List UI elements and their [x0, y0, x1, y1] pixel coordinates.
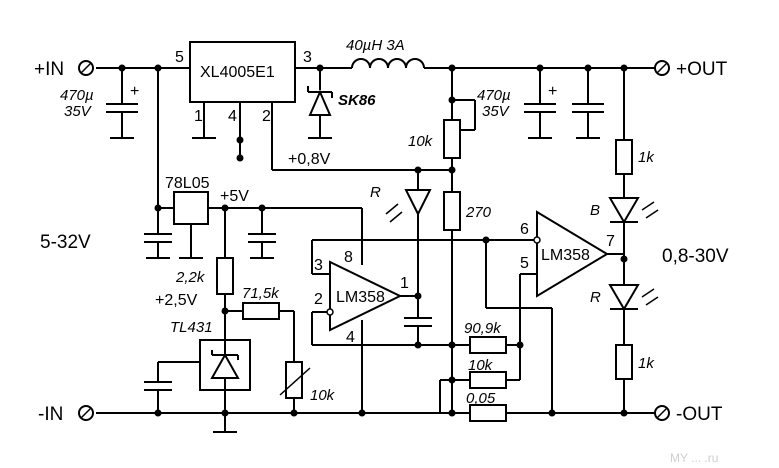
ldo-output-capacitor [248, 208, 276, 259]
reg-pin-3: 3 [303, 49, 312, 66]
ref-div-value: 71,5k [242, 285, 280, 302]
inductor-label: 40µH 3A [346, 37, 405, 54]
ref-resistor-2k2 [216, 257, 234, 295]
output-capacitor [524, 68, 556, 139]
reg-pin-4: 4 [228, 108, 237, 125]
opamp-1-pin-2: 2 [314, 291, 323, 308]
output-range-label: 0,8-30V [662, 246, 729, 267]
xl4005-chip [189, 41, 296, 103]
red-led-cv-label: R [370, 184, 381, 201]
output-ceramic-capacitor [572, 68, 604, 139]
in-neg-label: -IN [38, 404, 63, 425]
input-cap-voltage: 35V [64, 103, 93, 120]
watermark: MY ... .ru [670, 451, 718, 465]
ldo-input-capacitor [144, 208, 172, 259]
gain-resistor-90k9 [469, 336, 507, 354]
input-range-label: 5-32V [40, 232, 91, 253]
out-pos-label: +OUT [676, 59, 728, 80]
reference-rail: +2,5V [155, 292, 198, 309]
opamp-2-name: LM358 [541, 247, 590, 264]
gain-resistor-10k [469, 371, 507, 389]
schottky-label: SK86 [338, 92, 376, 109]
reg-pin-5: 5 [175, 49, 184, 66]
ldo-78l05 [173, 191, 209, 225]
tl431-symbol [210, 340, 240, 390]
reg-pin-2: 2 [262, 108, 271, 125]
input-capacitor [106, 68, 138, 139]
shunt-value: 0,05 [466, 390, 496, 407]
fb-top-value: 10k [408, 133, 434, 150]
out-pos-terminal [654, 60, 670, 76]
led-resistor-bottom [615, 344, 633, 380]
led-bottom-value: 1k [638, 355, 655, 372]
shunt-resistor [469, 404, 507, 422]
opamp-2 [536, 210, 609, 298]
schottky-diode [307, 68, 333, 139]
opamp-2-pin-6: 6 [520, 221, 529, 238]
input-cap-value: 470µ [60, 87, 94, 104]
input-cap-polarity: + [130, 83, 139, 100]
in-pos-terminal [78, 60, 94, 76]
trim-potentiometer [285, 361, 303, 399]
inductor [351, 58, 425, 70]
regulator-name: XL4005E1 [200, 64, 275, 81]
out-neg-label: -OUT [676, 404, 723, 425]
ref-series-value: 2,2k [175, 269, 206, 286]
trim-value: 10k [310, 387, 336, 404]
opamp-1-pin-3: 3 [314, 257, 323, 274]
ref-capacitor [144, 361, 200, 417]
opamp-2-pin-5: 5 [520, 255, 529, 272]
gain-a-value: 90,9k [464, 320, 502, 337]
led-resistor-top [615, 139, 633, 175]
reference-name: TL431 [170, 319, 213, 336]
red-led-out-label: R [590, 289, 601, 306]
blue-led-label: B [590, 202, 600, 219]
output-cap-voltage: 35V [482, 103, 511, 120]
reg-pin-1: 1 [194, 108, 203, 125]
in-pos-label: +IN [34, 59, 64, 80]
red-led-cv [385, 170, 432, 223]
blue-led [608, 197, 659, 224]
output-cap-polarity: + [548, 83, 557, 100]
in-neg-terminal [78, 405, 94, 421]
feedback-voltage-label: +0,8V [288, 151, 331, 168]
feedback-resistor-bottom [443, 191, 461, 231]
opamp-1-pin-8: 8 [344, 249, 353, 266]
opamp-1-name: LM358 [336, 289, 385, 306]
output-cap-value: 470µ [477, 87, 511, 104]
opamp-1 [329, 260, 403, 332]
gain-b-value: 10k [468, 357, 494, 374]
out-neg-terminal [654, 405, 670, 421]
fb-bottom-value: 270 [465, 204, 492, 221]
red-led-output [608, 284, 659, 311]
ldo-name: 78L05 [165, 175, 210, 192]
feedback-resistor-top [443, 119, 461, 159]
opamp-2-pin-7: 7 [606, 233, 615, 250]
ldo-rail: +5V [220, 188, 249, 205]
opamp-1-pin-4: 4 [346, 329, 355, 346]
opamp-1-pin-1: 1 [400, 275, 409, 292]
compensation-capacitor [404, 317, 432, 349]
ref-resistor-71k5 [242, 302, 280, 320]
led-top-value: 1k [638, 149, 655, 166]
